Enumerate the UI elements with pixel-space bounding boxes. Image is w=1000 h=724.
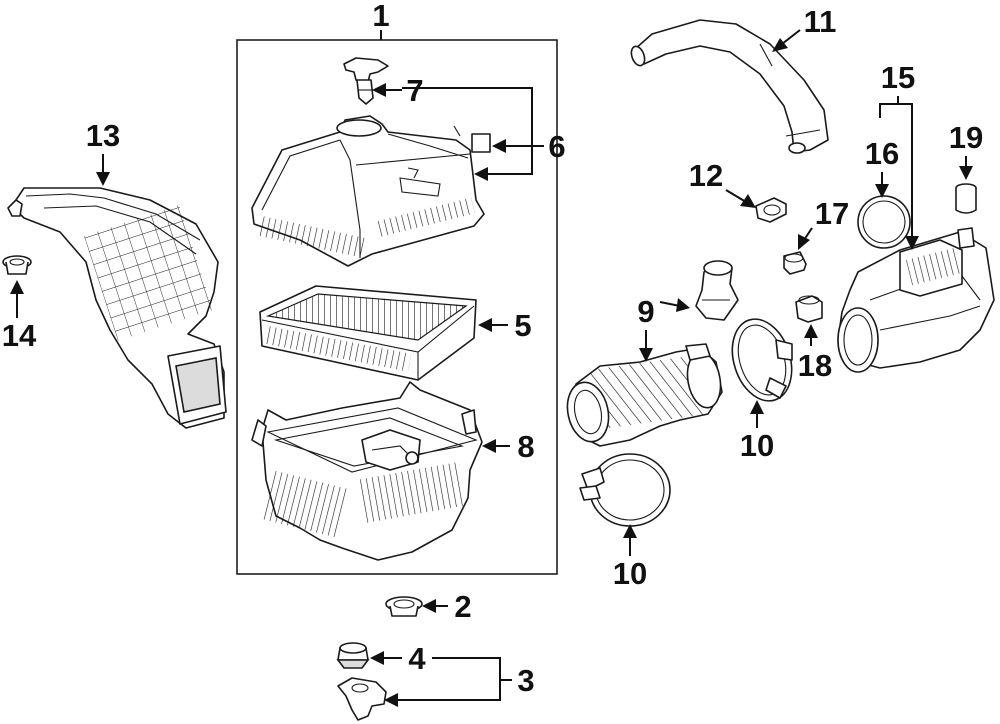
part-cap: [955, 183, 977, 214]
part-grommet-small: [336, 642, 370, 669]
part-bracket: [337, 677, 387, 721]
part-ventilation-hose: [630, 19, 829, 154]
leader-lines: [10, 29, 973, 707]
part-cap-medium: [795, 295, 823, 323]
callout-18: 18: [798, 348, 832, 383]
part-throttle-body: [837, 227, 995, 373]
part-intake-hose: [566, 343, 723, 447]
part-intake-sensor: [695, 260, 739, 321]
callout-14: 14: [2, 318, 37, 353]
part-clamp-lower: [579, 453, 671, 527]
callout-7: 7: [406, 73, 423, 108]
callout-11: 11: [804, 4, 837, 39]
part-clamp-upper: [731, 318, 793, 402]
callout-12: 12: [689, 158, 723, 193]
part-duct-clip: [2, 255, 32, 275]
callout-3: 3: [517, 663, 534, 698]
part-air-cleaner-case: [251, 381, 483, 561]
callout-labels: 1 7 6 5 8 2 4 3 13 14 11 12 9 10 10 15 1…: [2, 0, 983, 698]
callout-16: 16: [865, 136, 899, 171]
part-grommet: [385, 596, 423, 617]
part-hose-clip: [755, 197, 787, 223]
callout-17: 17: [815, 196, 849, 231]
callout-6: 6: [548, 129, 565, 164]
part-clip: [343, 57, 389, 105]
callout-10-lower: 10: [613, 556, 647, 591]
callout-5: 5: [514, 308, 531, 343]
callout-2: 2: [454, 589, 471, 624]
part-cap-small: [783, 251, 807, 275]
callout-9: 9: [637, 294, 654, 329]
part-air-cleaner-cover: [251, 115, 491, 267]
part-intake-duct: [7, 187, 227, 429]
callout-10-upper: 10: [740, 428, 774, 463]
callout-1: 1: [372, 0, 389, 33]
part-seal-ring: [857, 195, 911, 249]
callout-4: 4: [408, 641, 426, 676]
callout-8: 8: [517, 429, 534, 464]
assembly-group-box: [236, 39, 558, 575]
part-air-filter: [259, 285, 477, 381]
callout-13: 13: [86, 118, 120, 153]
callout-19: 19: [949, 120, 983, 155]
callout-15: 15: [881, 60, 915, 95]
